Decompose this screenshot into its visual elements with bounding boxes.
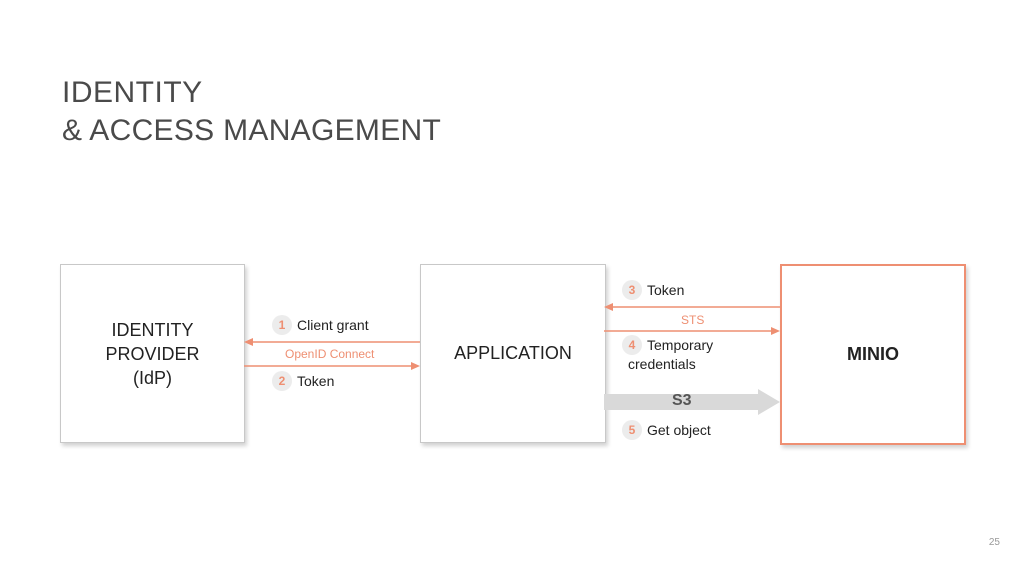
step-4-label-line-2: credentials — [628, 356, 696, 372]
minio-box: MINIO — [780, 264, 966, 445]
s3-arrow-body — [604, 394, 760, 410]
application-label: APPLICATION — [454, 343, 572, 363]
page-number: 25 — [988, 537, 1000, 548]
identity-provider-box: IDENTITY PROVIDER (IdP) — [60, 264, 245, 443]
s3-protocol-label: S3 — [672, 392, 692, 409]
step-2-badge: 2 — [272, 371, 292, 391]
step-2: 2 Token — [272, 371, 334, 391]
sts-response-arrowhead — [771, 327, 780, 335]
openid-response-arrowhead — [411, 362, 420, 370]
sts-request-arrowhead — [604, 303, 613, 311]
step-1-label: Client grant — [297, 317, 369, 333]
slide-title: IDENTITY — [62, 76, 203, 109]
step-5-label: Get object — [647, 422, 711, 438]
idp-label-line-1: IDENTITY — [111, 319, 194, 340]
step-2-label: Token — [297, 373, 335, 389]
step-3-label: Token — [647, 282, 685, 298]
step-4: 4 Temporary — [622, 335, 713, 355]
identity-provider-label: IDENTITY PROVIDER (IdP) — [105, 318, 199, 390]
slide-subtitle: & ACCESS MANAGEMENT — [62, 114, 442, 147]
sts-label: STS — [681, 313, 705, 327]
step-1-badge: 1 — [272, 315, 292, 335]
step-5: 5 Get object — [622, 420, 711, 440]
step-1: 1 Client grant — [272, 315, 369, 335]
step-3-badge: 3 — [622, 280, 642, 300]
application-box: APPLICATION — [420, 264, 606, 443]
idp-label-line-3: (IdP) — [132, 367, 172, 388]
openid-connect-label: OpenID Connect — [285, 347, 375, 361]
step-4-badge: 4 — [622, 335, 642, 355]
idp-label-line-2: PROVIDER — [105, 343, 200, 364]
minio-label: MINIO — [847, 344, 899, 364]
step-4-label: Temporary — [647, 337, 714, 353]
openid-request-arrowhead — [244, 338, 253, 346]
step-5-badge: 5 — [622, 420, 642, 440]
s3-arrow-head — [758, 389, 780, 415]
step-3: 3 Token — [622, 280, 684, 300]
